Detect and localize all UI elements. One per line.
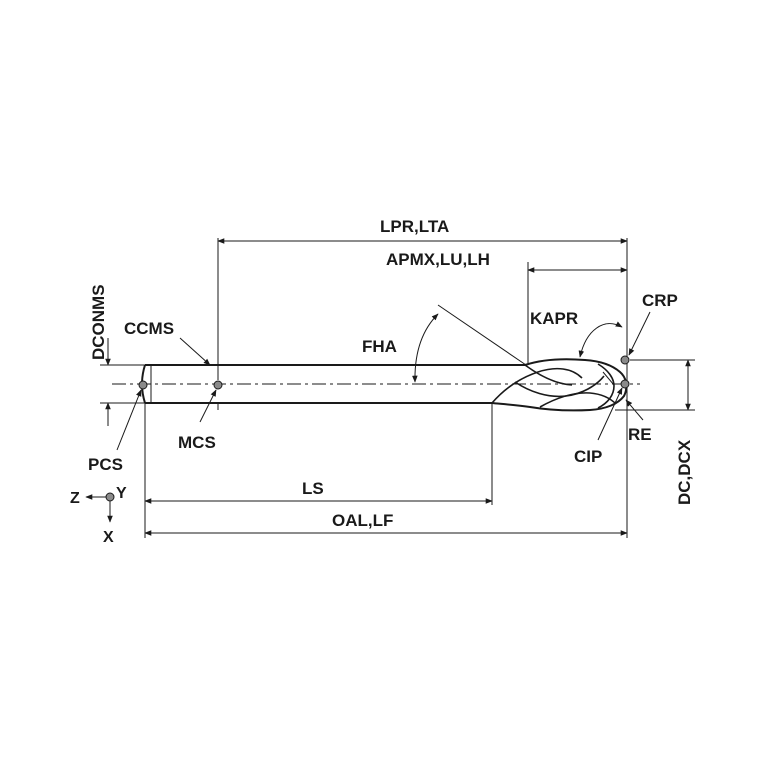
x-axis-label: X [103, 529, 114, 546]
ccms-leader: CCMS [124, 319, 211, 366]
pcs-marker: PCS [88, 380, 148, 538]
ccms-label: CCMS [124, 319, 174, 338]
y-axis-label: Y [116, 485, 127, 502]
dconms-dimension: DCONMS [89, 284, 145, 426]
z-axis-label: Z [70, 490, 80, 507]
apmx-dimension: APMX,LU,LH [386, 250, 628, 365]
ls-label: LS [302, 479, 324, 498]
fha-label: FHA [362, 337, 397, 356]
mcs-marker: MCS [178, 380, 223, 452]
ls-dimension: LS [144, 403, 493, 505]
dc-dcx-dimension: DC,DCX [615, 359, 695, 505]
cip-label: CIP [574, 447, 602, 466]
oal-lf-label: OAL,LF [332, 511, 393, 530]
tool-flute-head [491, 358, 628, 412]
coordinate-axes: Z Y X [70, 485, 127, 546]
pcs-label: PCS [88, 455, 123, 474]
crp-marker: CRP [620, 291, 678, 365]
crp-label: CRP [642, 291, 678, 310]
re-leader: RE [625, 399, 652, 444]
fha-angle: FHA [362, 304, 527, 383]
kapr-angle: KAPR [530, 309, 623, 358]
re-label: RE [628, 425, 652, 444]
lpr-lta-label: LPR,LTA [380, 217, 449, 236]
kapr-label: KAPR [530, 309, 578, 328]
dconms-label: DCONMS [89, 284, 108, 360]
dc-dcx-label: DC,DCX [675, 439, 694, 505]
oal-lf-dimension: OAL,LF [144, 511, 628, 536]
apmx-lu-lh-label: APMX,LU,LH [386, 250, 490, 269]
cip-marker: CIP [574, 379, 630, 466]
mcs-label: MCS [178, 433, 216, 452]
